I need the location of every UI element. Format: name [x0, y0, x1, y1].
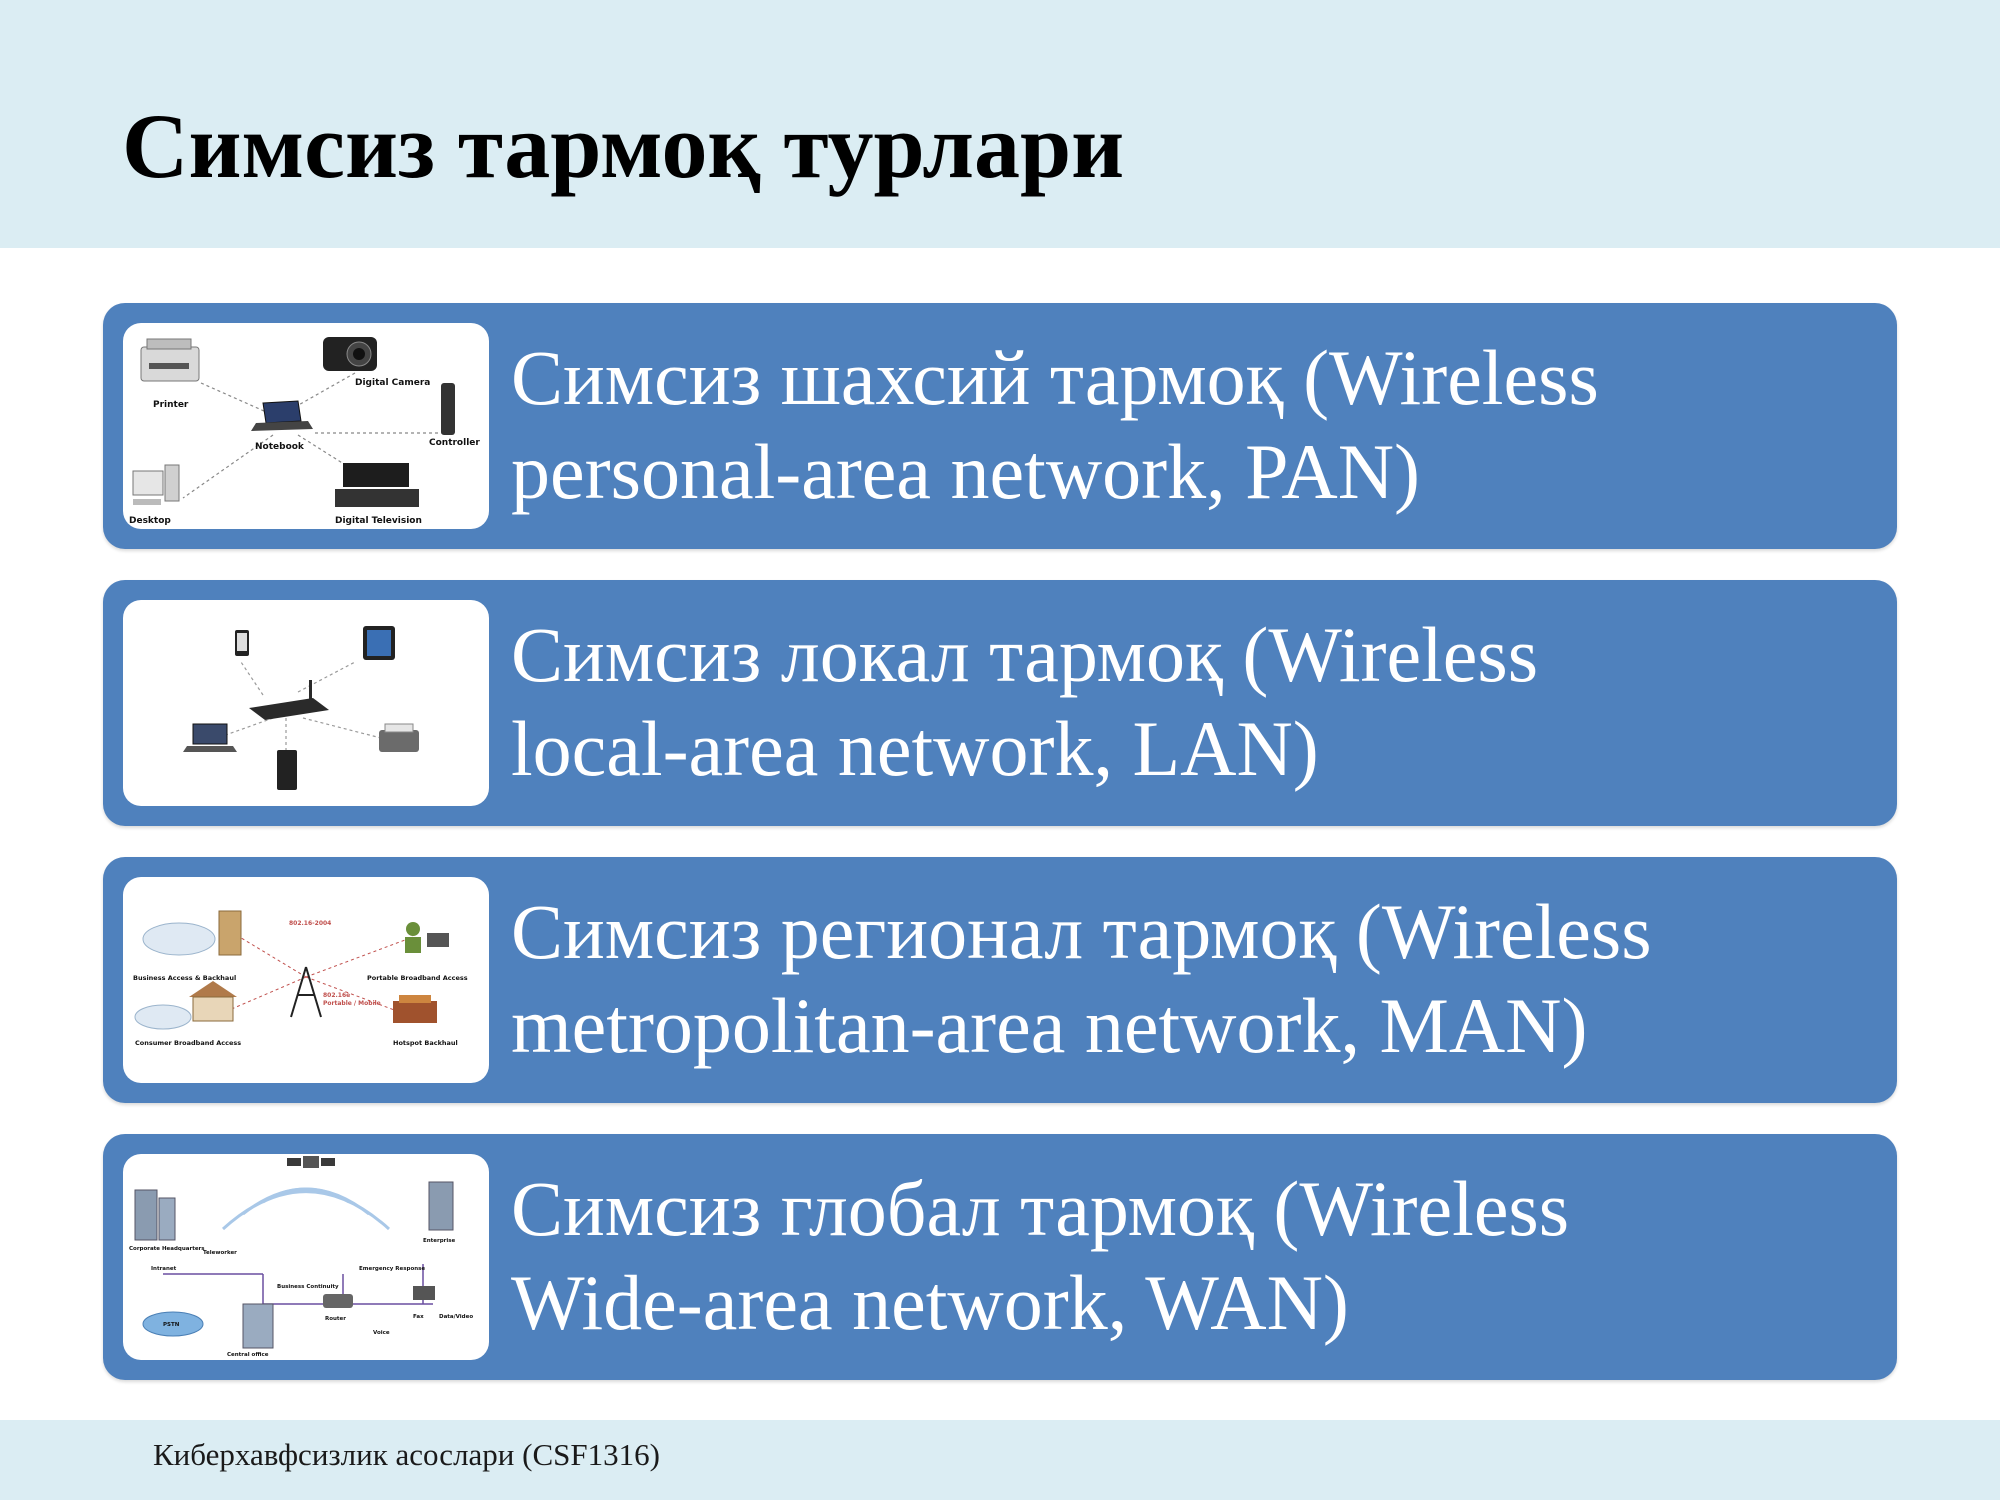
pan-network-diagram: Printer Digital Camera Notebook Controll…	[129, 337, 480, 526]
wan-pstn-label: PSTN	[163, 1322, 180, 1328]
man-std1-label: 802.16-2004	[289, 920, 331, 927]
wan-router-label: Router	[325, 1316, 346, 1322]
camera-label: Digital Camera	[355, 378, 430, 388]
wan-label-line2: Wide-area network, WAN)	[511, 1259, 1349, 1346]
wan-intranet-label: Intranet	[151, 1266, 177, 1272]
man-hotspot-label: Hotspot Backhaul	[393, 1039, 458, 1047]
fax-icon	[413, 1286, 435, 1300]
wan-diagram: Corporate Headquarters Enterprise Intran…	[123, 1154, 489, 1360]
server-icon	[277, 750, 297, 790]
man-portable-label: Portable Broadband Access	[367, 974, 468, 982]
footer-course-label: Киберхавфсизлик асослари (CSF1316)	[153, 1437, 660, 1472]
wan-corp-label: Corporate Headquarters	[129, 1246, 205, 1252]
printer-label: Printer	[153, 400, 189, 410]
wan-data-label: Data/Video	[439, 1314, 473, 1320]
router-icon	[249, 680, 329, 720]
slide-title: Симсиз тармоқ турлари	[122, 95, 1125, 197]
pan-label-line2: personal-area network, PAN)	[511, 428, 1420, 515]
tablet-icon	[363, 626, 395, 660]
pan-label: Симсиз шахсий тармоқ (Wireless personal-…	[511, 331, 1881, 519]
man-std2-label: 802.16e	[323, 992, 350, 999]
central-office-icon	[242, 1303, 274, 1349]
laptop-icon	[183, 723, 237, 752]
satellite-icon	[287, 1156, 335, 1168]
lan-diagram	[123, 600, 489, 806]
wan-enterprise-label: Enterprise	[423, 1238, 456, 1244]
wan-label-line1: Симсиз глобал тармоқ (Wireless	[511, 1165, 1570, 1252]
tv-icon	[335, 463, 419, 507]
pan-label-line1: Симсиз шахсий тармоқ (Wireless	[511, 334, 1599, 421]
printer-icon	[379, 723, 419, 752]
controller-icon	[441, 383, 455, 435]
portable-user-icon	[405, 922, 449, 953]
wan-fax-label: Fax	[413, 1314, 424, 1320]
notebook-icon	[251, 400, 313, 431]
man-label-line2: metropolitan-area network, MAN)	[511, 982, 1588, 1069]
enterprise-building-icon	[428, 1181, 454, 1231]
wan-business-label: Business Continuity	[277, 1284, 339, 1290]
lan-label: Симсиз локал тармоқ (Wireless local-area…	[511, 608, 1881, 796]
man-network-diagram: Business Access & Backhaul Portable Broa…	[133, 910, 468, 1047]
lan-card: Симсиз локал тармоқ (Wireless local-area…	[103, 580, 1897, 826]
wan-card: Corporate Headquarters Enterprise Intran…	[103, 1134, 1897, 1380]
building-icon	[142, 910, 242, 956]
desktop-icon	[132, 464, 180, 505]
wan-network-diagram: Corporate Headquarters Enterprise Intran…	[129, 1156, 473, 1358]
tv-label: Digital Television	[335, 516, 422, 526]
phone-icon	[235, 630, 249, 656]
printer-icon	[140, 338, 200, 382]
man-diagram: Business Access & Backhaul Portable Broa…	[123, 877, 489, 1083]
house-icon	[134, 981, 237, 1030]
lan-label-line2: local-area network, LAN)	[511, 705, 1319, 792]
corporate-building-icon	[134, 1189, 176, 1241]
man-consumer-label: Consumer Broadband Access	[135, 1039, 241, 1047]
notebook-label: Notebook	[255, 442, 305, 452]
wan-central-label: Central office	[227, 1352, 269, 1358]
pan-diagram: Printer Digital Camera Notebook Controll…	[123, 323, 489, 529]
hotspot-icon	[393, 995, 437, 1023]
lan-network-diagram	[183, 626, 419, 790]
man-label-line1: Симсиз регионал тармоқ (Wireless	[511, 888, 1652, 975]
desktop-label: Desktop	[129, 516, 171, 526]
camera-icon	[323, 337, 377, 371]
router-icon	[323, 1294, 353, 1308]
wan-telework-label: Teleworker	[203, 1250, 237, 1256]
wan-voice-label: Voice	[373, 1330, 390, 1336]
tower-icon	[290, 966, 322, 1018]
footer-band	[0, 1420, 2000, 1500]
lan-label-line1: Симсиз локал тармоқ (Wireless	[511, 611, 1539, 698]
wan-emergency-label: Emergency Response	[359, 1266, 425, 1272]
pstn-cloud-icon	[142, 1311, 204, 1337]
man-label: Симсиз регионал тармоқ (Wireless metropo…	[511, 885, 1881, 1073]
wan-label: Симсиз глобал тармоқ (Wireless Wide-area…	[511, 1162, 1881, 1350]
man-std2b-label: Portable / Mobile	[323, 1000, 381, 1007]
man-business-label: Business Access & Backhaul	[133, 974, 236, 982]
header-band	[0, 0, 2000, 248]
controller-label: Controller	[429, 438, 480, 448]
man-card: Business Access & Backhaul Portable Broa…	[103, 857, 1897, 1103]
pan-card: Printer Digital Camera Notebook Controll…	[103, 303, 1897, 549]
